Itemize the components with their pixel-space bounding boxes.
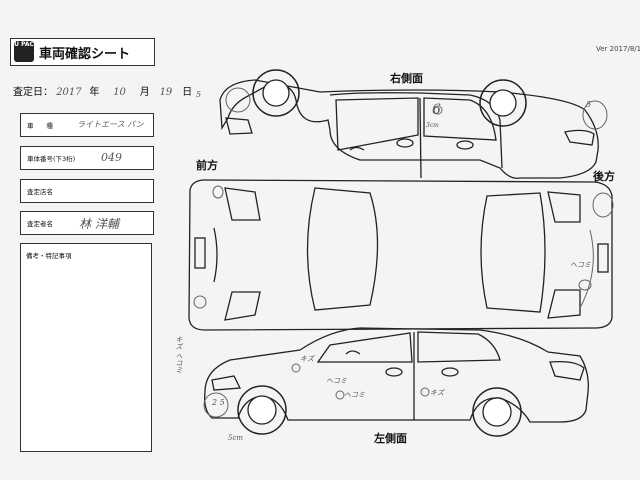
top-view-rear-left	[547, 191, 581, 223]
top-view-windshield	[306, 187, 379, 311]
header-box: U PAC 車両確認シート	[10, 38, 155, 66]
right-rear-door-handle	[456, 140, 474, 150]
damage-circle-right-front	[225, 87, 251, 113]
assessor-value: 林 洋輔	[79, 217, 119, 231]
left-front-door-handle	[385, 367, 403, 377]
day-unit: 日	[182, 87, 193, 98]
top-view-rear-plate	[597, 243, 609, 273]
sheet-title: 車両確認シート	[39, 47, 131, 62]
notes-label: 備考・特記事項	[26, 252, 72, 260]
month-unit: 月	[139, 87, 150, 98]
left-side-label: 左側面	[374, 432, 407, 445]
top-view-hood-line	[213, 227, 218, 283]
right-side-window-rear	[423, 97, 497, 141]
right-rear-wheel	[489, 89, 517, 117]
damage-circle-right-door	[433, 105, 443, 115]
right-rear-tire	[479, 79, 527, 127]
left-side-window-front	[316, 332, 413, 363]
right-front-tire	[252, 69, 300, 117]
annot-left-front-bumper: 2 5	[212, 398, 225, 407]
annot-left-lower: 5cm	[228, 434, 244, 442]
date-day-value: 19	[159, 87, 173, 98]
store-field[interactable]: 査定店名	[20, 179, 154, 203]
version-label: Ver 2017/8/1	[596, 45, 640, 53]
date-label: 査定日：	[13, 87, 53, 98]
left-rear-wheel	[482, 397, 512, 427]
damage-circle-rear-bottom	[578, 279, 592, 291]
top-view-front-left	[224, 187, 261, 221]
right-side-taillight	[564, 129, 595, 146]
damage-circle-left-rear-door	[420, 387, 430, 397]
right-side-window-front	[335, 97, 419, 151]
top-view-rear-window	[480, 192, 546, 313]
top-view-rear-right	[547, 289, 581, 319]
annot-left-front-door: ヘコミ	[344, 391, 365, 399]
right-front-door-handle	[396, 138, 414, 148]
right-side-label: 右側面	[390, 72, 423, 85]
rear-label: 後方	[593, 170, 615, 183]
assessor-field[interactable]: 査定者名 林 洋輔	[20, 211, 154, 235]
right-side-body	[219, 79, 599, 179]
damage-circle-front-top	[212, 185, 224, 199]
left-front-tire	[237, 385, 287, 435]
body-number-value: 049	[101, 151, 122, 164]
left-front-wheel	[247, 395, 277, 425]
date-year-value: 2017	[56, 87, 82, 98]
year-unit: 年	[89, 87, 100, 98]
annot-right-rear-corner: 5	[586, 100, 592, 109]
top-view-front-grille	[194, 237, 206, 269]
right-side-headlight	[225, 117, 253, 135]
annot-left-front-fender: キズ	[300, 355, 314, 363]
assessor-label: 査定者名	[27, 220, 53, 228]
vehicle-field[interactable]: 車 種 ライトエース バン	[20, 113, 154, 137]
damage-circle-front-bottom	[193, 295, 207, 309]
damage-circle-left-front	[203, 392, 229, 418]
assessment-date: 査定日： 2017 年 10 月 19 日	[13, 83, 192, 98]
right-front-wheel	[262, 79, 290, 107]
vehicle-label: 車 種	[27, 122, 53, 130]
body-number-label: 車体番号(下3桁)	[27, 155, 76, 163]
right-side-door-seam	[419, 97, 422, 179]
left-side-window-rear	[417, 331, 501, 363]
date-month-value: 10	[113, 87, 126, 98]
annot-left-door-mark: ヘコミ	[326, 377, 347, 385]
annot-right-rear-door: 6	[432, 102, 441, 118]
body-number-field[interactable]: 車体番号(下3桁) 049	[20, 146, 154, 170]
left-side-headlight	[211, 375, 242, 391]
damage-circle-left-fender	[291, 363, 301, 373]
notes-field[interactable]: 備考・特記事項	[20, 243, 152, 452]
annot-right-front-bumper: 5	[196, 90, 202, 99]
annot-right-door-small: 3cm	[426, 122, 439, 129]
left-rear-door-handle	[441, 367, 459, 377]
damage-circle-right-rear	[582, 100, 608, 130]
annot-left-rear-door: キズ	[430, 389, 444, 397]
upac-logo: U PAC	[14, 41, 34, 62]
left-rear-tire	[472, 387, 522, 437]
right-mirror	[349, 146, 365, 151]
store-label: 査定店名	[27, 188, 53, 196]
damage-circle-rear-top	[592, 192, 614, 218]
vehicle-value: ライトエース バン	[77, 120, 144, 129]
damage-leader-rear	[579, 229, 594, 309]
front-label: 前方	[196, 159, 218, 172]
annot-front-side: キズ ヘコミ	[175, 336, 183, 374]
left-side-taillight	[549, 360, 585, 381]
annot-rear-marks: ヘコミ	[570, 261, 591, 269]
top-view-car	[188, 179, 613, 331]
top-view-body	[188, 179, 613, 331]
top-view-front-right	[224, 291, 261, 321]
left-mirror	[345, 350, 361, 355]
damage-circle-left-door	[335, 390, 345, 400]
right-side-roofline	[329, 92, 503, 169]
right-side-car	[219, 79, 599, 179]
